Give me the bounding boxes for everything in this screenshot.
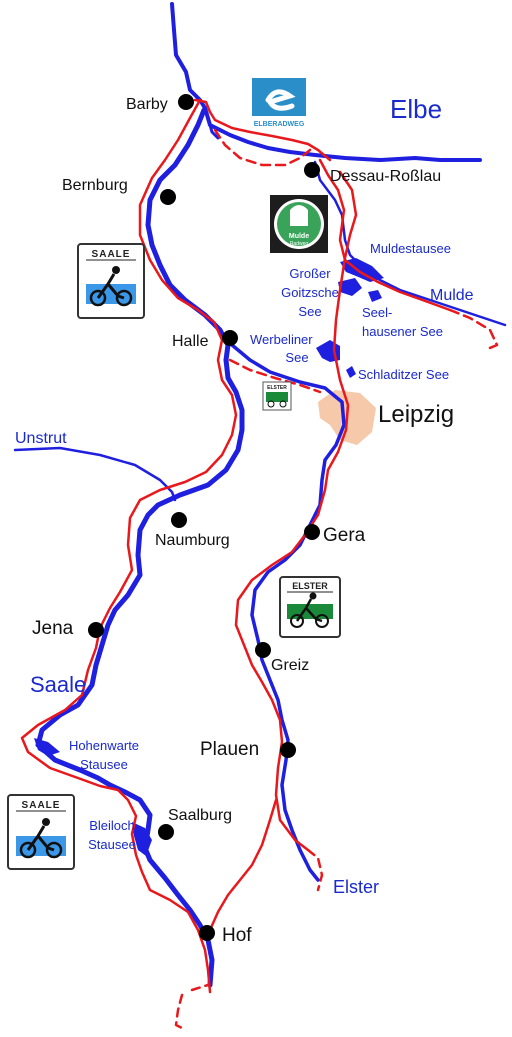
lake-labels: Muldestausee Großer Goitzsche See Seel- … (69, 241, 451, 852)
label-elster: Elster (333, 877, 379, 897)
label-halle: Halle (172, 333, 209, 350)
dot-barby (178, 94, 194, 110)
mulde-logo-text: Mulde (289, 233, 309, 240)
route-elster-dashed (306, 848, 324, 892)
label-goitzsche-2: Goitzsche (281, 285, 339, 300)
routes (20, 98, 499, 1032)
river-elster (230, 343, 346, 882)
label-seelhausener-2: hausener See (362, 324, 443, 339)
route-elbe-dashed (213, 128, 312, 167)
label-leipzig: Leipzig (378, 401, 454, 428)
label-goitzsche-1: Großer (289, 266, 331, 281)
lake-goitzsche (338, 278, 362, 296)
lake-bleiloch (132, 822, 152, 856)
dot-bernburg (160, 189, 176, 205)
label-hof: Hof (222, 925, 252, 946)
elster-small-text: ELSTER (267, 385, 287, 391)
label-saalburg: Saalburg (168, 807, 232, 824)
rivers (13, 2, 507, 988)
river-elbe (170, 2, 482, 162)
city-dots (88, 94, 320, 941)
mulde-logo-sub: Radweg (290, 241, 309, 247)
river-elbe-north (206, 116, 220, 140)
label-naumburg: Naumburg (155, 532, 230, 549)
label-bleiloch-2: Stausee (88, 837, 136, 852)
dot-plauen (280, 742, 296, 758)
lake-hohenwarte (34, 738, 60, 756)
label-seelhausener-1: Seel- (362, 305, 392, 320)
label-plauen: Plauen (200, 739, 259, 760)
label-goitzsche-3: See (298, 304, 321, 319)
elster-radweg-logo-small: ELSTER (262, 381, 292, 411)
label-dessau: Dessau-Roßlau (330, 168, 441, 185)
cyclist-icon (89, 289, 107, 307)
elberadweg-logo-text: ELBERADWEG (254, 121, 305, 128)
route-elster-hof (208, 798, 278, 932)
dot-naumburg (171, 512, 187, 528)
label-elbe: Elbe (390, 94, 442, 124)
dot-greiz (255, 642, 271, 658)
label-muldestausee: Muldestausee (370, 241, 451, 256)
label-bleiloch-1: Bleiloch (89, 818, 135, 833)
saale-radweg-logo-1: SAALE (77, 243, 145, 319)
route-saale (20, 98, 238, 994)
river-labels: Elbe Mulde Saale Unstrut Elster (15, 94, 474, 897)
label-werbeliner-1: Werbeliner (250, 332, 313, 347)
label-hohenwarte-2: Stausee (80, 757, 128, 772)
saale-logo-2-text: SAALE (22, 800, 61, 811)
label-unstrut: Unstrut (15, 430, 67, 447)
route-mulde-dashed (448, 308, 499, 352)
route-elster (234, 170, 358, 852)
dot-jena (88, 622, 104, 638)
dot-gera (304, 524, 320, 540)
dot-dessau (304, 162, 320, 178)
dot-hof (199, 925, 215, 941)
elster-big-text: ELSTER (292, 581, 328, 591)
lake-schladitz (346, 366, 356, 378)
lake-seelhausen (368, 290, 382, 302)
label-werbeliner-2: See (285, 350, 308, 365)
elberadweg-logo: ELBERADWEG (252, 78, 306, 130)
label-jena: Jena (32, 618, 74, 639)
label-mulde: Mulde (430, 287, 474, 304)
label-schladitzer: Schladitzer See (358, 367, 449, 382)
river-unstrut (13, 446, 177, 502)
route-elbe (193, 98, 332, 162)
label-bernburg: Bernburg (62, 177, 128, 194)
dot-halle (222, 330, 238, 346)
label-greiz: Greiz (271, 657, 309, 674)
river-saale (35, 107, 245, 988)
route-saale-south-dashed (174, 983, 210, 1032)
mulde-radweg-logo: Mulde Radweg (270, 195, 328, 253)
label-gera: Gera (323, 525, 366, 546)
saale-logo-1-text: SAALE (92, 249, 131, 260)
label-hohenwarte-1: Hohenwarte (69, 738, 139, 753)
elster-radweg-logo-big: ELSTER (279, 576, 341, 638)
dot-saalburg (158, 824, 174, 840)
label-saale: Saale (30, 672, 86, 697)
city-labels: Barby Dessau-Roßlau Bernburg Halle Leipz… (32, 96, 454, 946)
label-barby: Barby (126, 96, 168, 113)
saale-radweg-logo-2: SAALE (7, 794, 75, 870)
route-elster-a (228, 358, 322, 394)
